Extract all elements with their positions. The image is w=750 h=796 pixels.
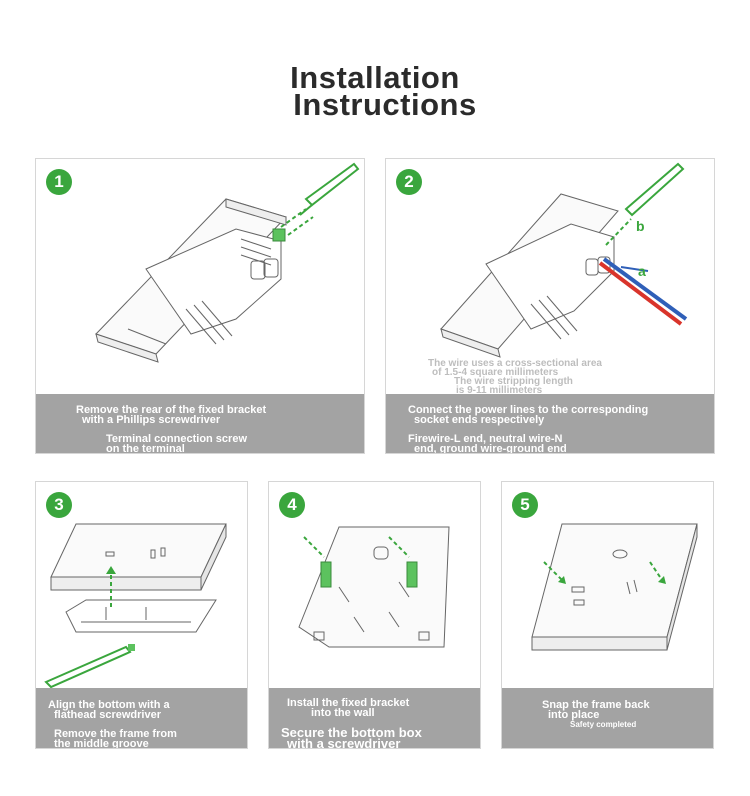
screw-icon-left [320, 561, 332, 588]
step-3-line-2: flathead screwdriver [54, 709, 161, 721]
step-3-badge: 3 [46, 492, 72, 518]
step-1-badge: 1 [46, 169, 72, 195]
step-2-note-4: is 9-11 millimeters [456, 385, 543, 396]
page-title: Installation Instructions [0, 62, 750, 122]
step-3-panel: 3 Align the bottom with a flathead screw… [35, 481, 248, 749]
step-1-illustration [95, 162, 360, 363]
step-3-line-3: Remove the frame from [54, 728, 177, 740]
flathead-screwdriver-icon [44, 645, 132, 689]
step-2-line-4: end, ground wire-ground end [414, 443, 567, 454]
step-5-line-3: Safety completed [570, 720, 637, 729]
step-3-line-1: Align the bottom with a [48, 699, 170, 711]
step-4-panel: 4 Install the fixed bracket into the wal… [268, 481, 481, 749]
step-2-line-3: Firewire-L end, neutral wire-N [408, 433, 563, 445]
step-3-line-4: the middle groove [54, 738, 149, 749]
label-b: b [636, 218, 645, 234]
step-1-panel: 1 Remove the rear of the fixed bracket w… [35, 158, 365, 454]
red-wire [598, 261, 683, 326]
step-4-badge: 4 [279, 492, 305, 518]
step-1-caption: Remove the rear of the fixed bracket wit… [36, 394, 364, 453]
screw-icon [272, 228, 286, 242]
step-1-line-3: Terminal connection screw [106, 433, 248, 445]
screw-icon-right [406, 561, 418, 588]
step-2-line-1: Connect the power lines to the correspon… [408, 404, 649, 416]
step-2-line-2: socket ends respectively [414, 414, 545, 426]
step-2-illustration: b a [440, 162, 688, 358]
step-4-line-2: into the wall [311, 707, 375, 719]
step-5-illustration [531, 523, 698, 651]
step-3-caption: Align the bottom with a flathead screwdr… [36, 688, 247, 748]
step-2-caption: Connect the power lines to the correspon… [386, 394, 714, 453]
step-1-line-2: with a Phillips screwdriver [82, 414, 221, 426]
step-4-caption: Install the fixed bracket into the wall … [269, 688, 480, 748]
step-4-line-1: Install the fixed bracket [287, 697, 410, 709]
screwdriver-icon [624, 162, 685, 217]
step-2-panel: b a 2 The wire uses a cross-sectional ar… [385, 158, 715, 454]
step-5-line-1: Snap the frame back [542, 699, 650, 711]
step-4-line-4: with a screwdriver [287, 736, 401, 749]
step-1-line-1: Remove the rear of the fixed bracket [76, 404, 267, 416]
step-2-note-2: of 1.5-4 square millimeters [432, 367, 559, 378]
step-5-caption: Snap the frame back into place Safety co… [502, 688, 713, 748]
step-3-illustration [44, 523, 227, 689]
label-a: a [638, 263, 646, 279]
step-2-note-1: The wire uses a cross-sectional area [428, 358, 602, 369]
blue-wire [602, 257, 688, 321]
step-5-badge: 5 [512, 492, 538, 518]
title-line-2: Instructions [293, 87, 477, 122]
screwdriver-icon [304, 162, 360, 207]
step-5-panel: 5 Snap the frame back into place Safety … [501, 481, 714, 749]
step-5-line-2: into place [548, 709, 600, 721]
step-1-line-4: on the terminal [106, 443, 185, 454]
step-2-badge: 2 [396, 169, 422, 195]
step-2-note-3: The wire stripping length [454, 376, 573, 387]
title-line-1: Installation [290, 60, 460, 95]
step-4-line-3: Secure the bottom box [281, 725, 422, 740]
step-4-illustration [298, 526, 450, 648]
